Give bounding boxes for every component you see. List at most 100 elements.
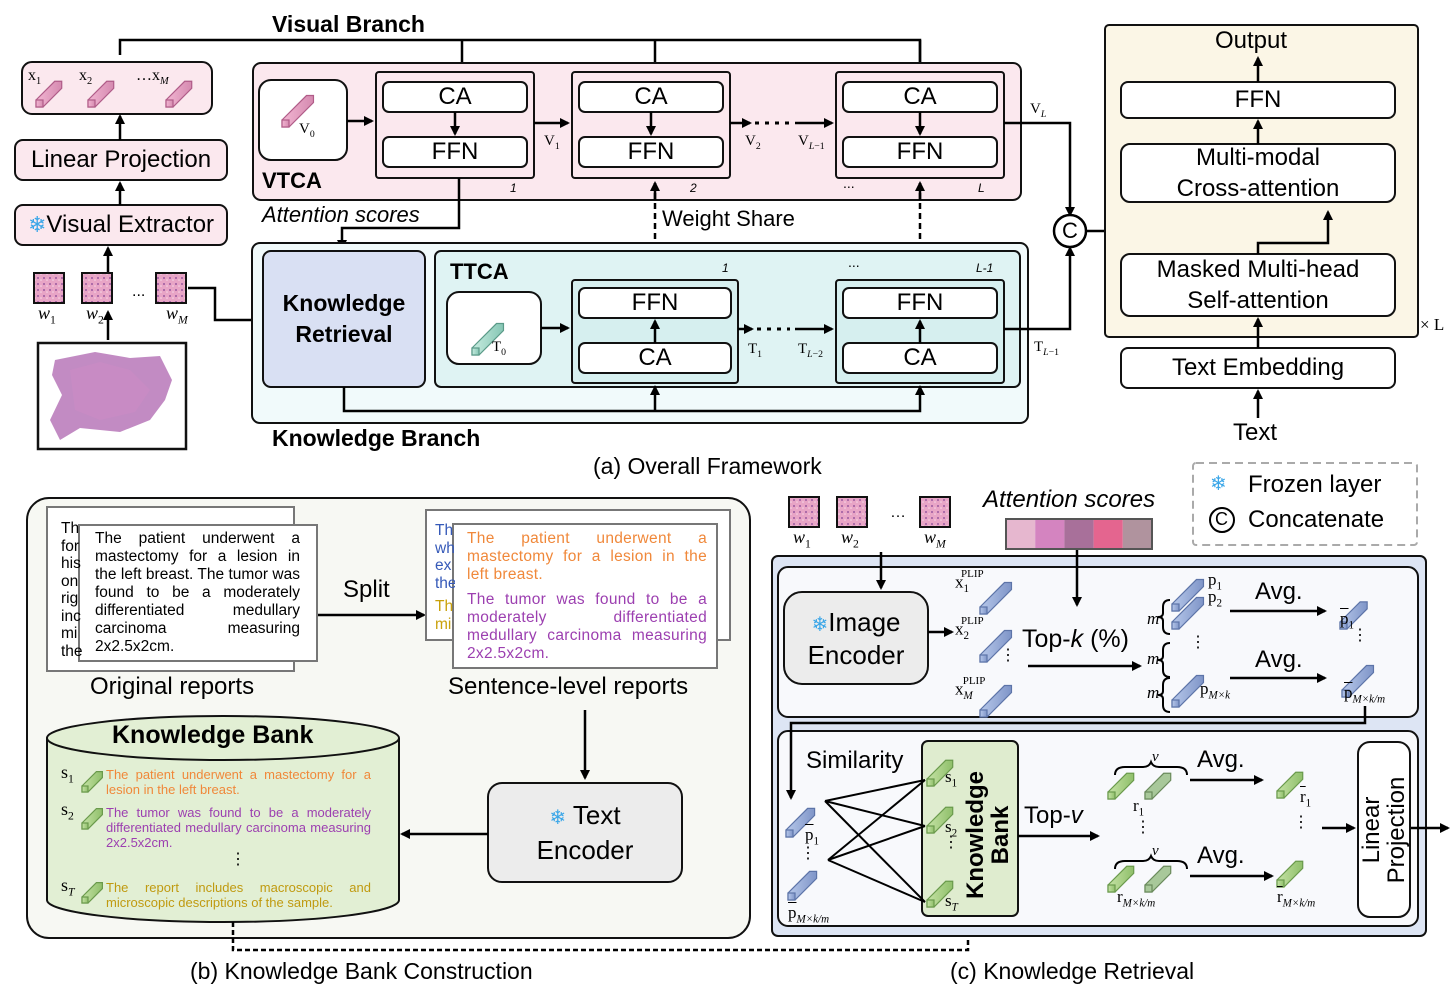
knowledge-retrieval-label: Knowledge Retrieval	[282, 290, 406, 347]
patch-ellipsis: ...	[132, 283, 146, 300]
vtca-block-2	[571, 71, 731, 179]
snowflake-icon: ❄	[549, 807, 567, 829]
ttca-title: TTCA	[450, 259, 509, 284]
v0-label: V0	[299, 121, 315, 140]
bank-feature-s1	[926, 759, 954, 787]
query-vdots: ⋮	[800, 845, 816, 862]
ttca-index-1: 1	[722, 261, 729, 275]
text-encoder-box: ❄ Text Encoder	[488, 783, 682, 882]
text-encoder-line2: Encoder	[536, 835, 634, 865]
bank-vdots: ⋮	[943, 834, 959, 851]
vtca-index-L: L	[978, 181, 985, 195]
selected-vdots: ⋮	[1190, 634, 1206, 651]
ttca-ca-1: CA	[638, 344, 672, 371]
kb-id-s2: s2	[61, 799, 74, 823]
vtca-index-1: 1	[510, 181, 517, 195]
sentence-report-back: Th wh ex the	[435, 522, 455, 592]
ttca-ellipsis: ...	[848, 254, 860, 270]
plip-feature-2	[979, 629, 1013, 663]
v1-label: V1	[544, 133, 560, 152]
vtca-block-1	[375, 71, 535, 179]
query-feature-pMkm	[787, 870, 818, 901]
bank-s2: s2	[945, 817, 958, 840]
plip-xM: xMPLIP	[955, 675, 986, 703]
kb-vdots: ⋮	[230, 851, 246, 868]
selected-pMk: pM×k	[1200, 679, 1231, 702]
visual-extractor-label: Visual Extractor	[46, 211, 215, 238]
topv-label: Top-v	[1024, 802, 1083, 829]
vtca-index-2: 2	[690, 181, 697, 195]
vtca-ca-L: CA	[903, 83, 937, 110]
selected-feature-p1	[1171, 578, 1205, 612]
feature-bar-v0	[281, 94, 315, 128]
knowledge-branch-title: Knowledge Branch	[272, 425, 481, 451]
retrieved-avg-vdots: ⋮	[1293, 814, 1309, 831]
ttca-ffn-L-1: FFN	[896, 289, 944, 316]
patch-wM	[155, 272, 187, 304]
c-linear-projection-box: Linear Projection	[1358, 742, 1410, 917]
kb-id-sT: sT	[61, 875, 75, 899]
v2-label: V2	[745, 133, 761, 152]
feature-bar-x1	[35, 80, 63, 108]
query-p1: p1	[805, 825, 820, 848]
c-patch-ellipsis: …	[890, 504, 906, 521]
token-x2: x2	[79, 67, 93, 88]
token-xM: …xM	[136, 67, 169, 88]
knowledge-retrieval-box: Knowledge Retrieval	[263, 251, 425, 387]
text-embedding-box: Text Embedding	[1171, 354, 1345, 381]
self-attention-line2: Self-attention	[1187, 287, 1329, 314]
sentence-level-label: Sentence-level reports	[448, 673, 689, 700]
ttca-block-L-1	[835, 279, 1005, 384]
legend-concat-label: Concatenate	[1248, 506, 1385, 533]
retrieved-avg-feature-r1	[1276, 771, 1304, 799]
selected-feature-pMk	[1171, 674, 1205, 708]
attention-score-cell	[1122, 519, 1152, 549]
ttca-ffn-1: FFN	[631, 289, 679, 316]
pooled-feature-pMkm	[1341, 664, 1375, 698]
bank-title-line2: Bank	[987, 805, 1014, 865]
legend-concat-icon: C	[1215, 509, 1228, 529]
attention-scores-label: Attention scores	[262, 202, 420, 227]
self-attention-line1: Masked Multi-head	[1156, 256, 1360, 283]
vtca-ffn-2: FFN	[627, 138, 675, 165]
retrieved-r1: r1	[1133, 796, 1145, 819]
attention-score-cell	[1064, 519, 1094, 549]
pooled-p1: p1	[1340, 609, 1355, 632]
retrieved-rMkm: rM×k/m	[1117, 887, 1156, 910]
split-label: Split	[343, 576, 390, 603]
v-label-1: v	[1152, 749, 1159, 765]
c-knowledge-bank-label: Knowledge Bank	[962, 760, 1014, 910]
token-x1: x1	[28, 67, 42, 88]
text-input-label: Text	[1233, 419, 1278, 446]
pooled-vdots: ⋮	[1352, 627, 1368, 644]
c-patch-label-w1: w1	[793, 527, 811, 551]
linear-projection-line2: Projection	[1383, 776, 1410, 883]
original-reports-label: Original reports	[90, 673, 255, 700]
caption-b: (b) Knowledge Bank Construction	[190, 958, 533, 984]
pooled-feature-p1	[1339, 601, 1368, 630]
knowledge-bank-title: Knowledge Bank	[112, 721, 314, 749]
cross-attention-line1: Multi-modal	[1195, 144, 1321, 171]
plip-feature-M	[979, 684, 1013, 718]
image-encoder-line1: Image	[828, 606, 901, 637]
repeat-label: × L	[1420, 315, 1445, 334]
patch-label-w2: w2	[86, 303, 104, 327]
vtca-ffn-L: FFN	[896, 138, 944, 165]
decoder-ffn: FFN	[1234, 86, 1282, 113]
visual-extractor-box: ❄Visual Extractor	[15, 205, 227, 245]
retrieved-avg-rMkm: rM×k/m	[1277, 887, 1316, 910]
vtca-block-L	[835, 71, 1005, 179]
feature-bar-x2	[87, 80, 115, 108]
group-m-2: m	[1147, 649, 1160, 668]
retrieved-feature-r1a	[1107, 772, 1135, 800]
retrieved-avg-feature-rM	[1276, 860, 1304, 888]
text-encoder-line1: Text	[572, 800, 621, 830]
linear-projection-box: Linear Projection	[30, 146, 212, 173]
vL-1-label: VL−1	[798, 133, 825, 152]
retrieved-vdots: ⋮	[1135, 819, 1151, 836]
ttca-block-1	[571, 279, 739, 384]
decoder-output-label: Output	[1215, 27, 1288, 54]
feature-bar-xM	[165, 80, 193, 108]
vtca-title: VTCA	[262, 168, 322, 193]
bank-feature-s2	[926, 806, 954, 834]
